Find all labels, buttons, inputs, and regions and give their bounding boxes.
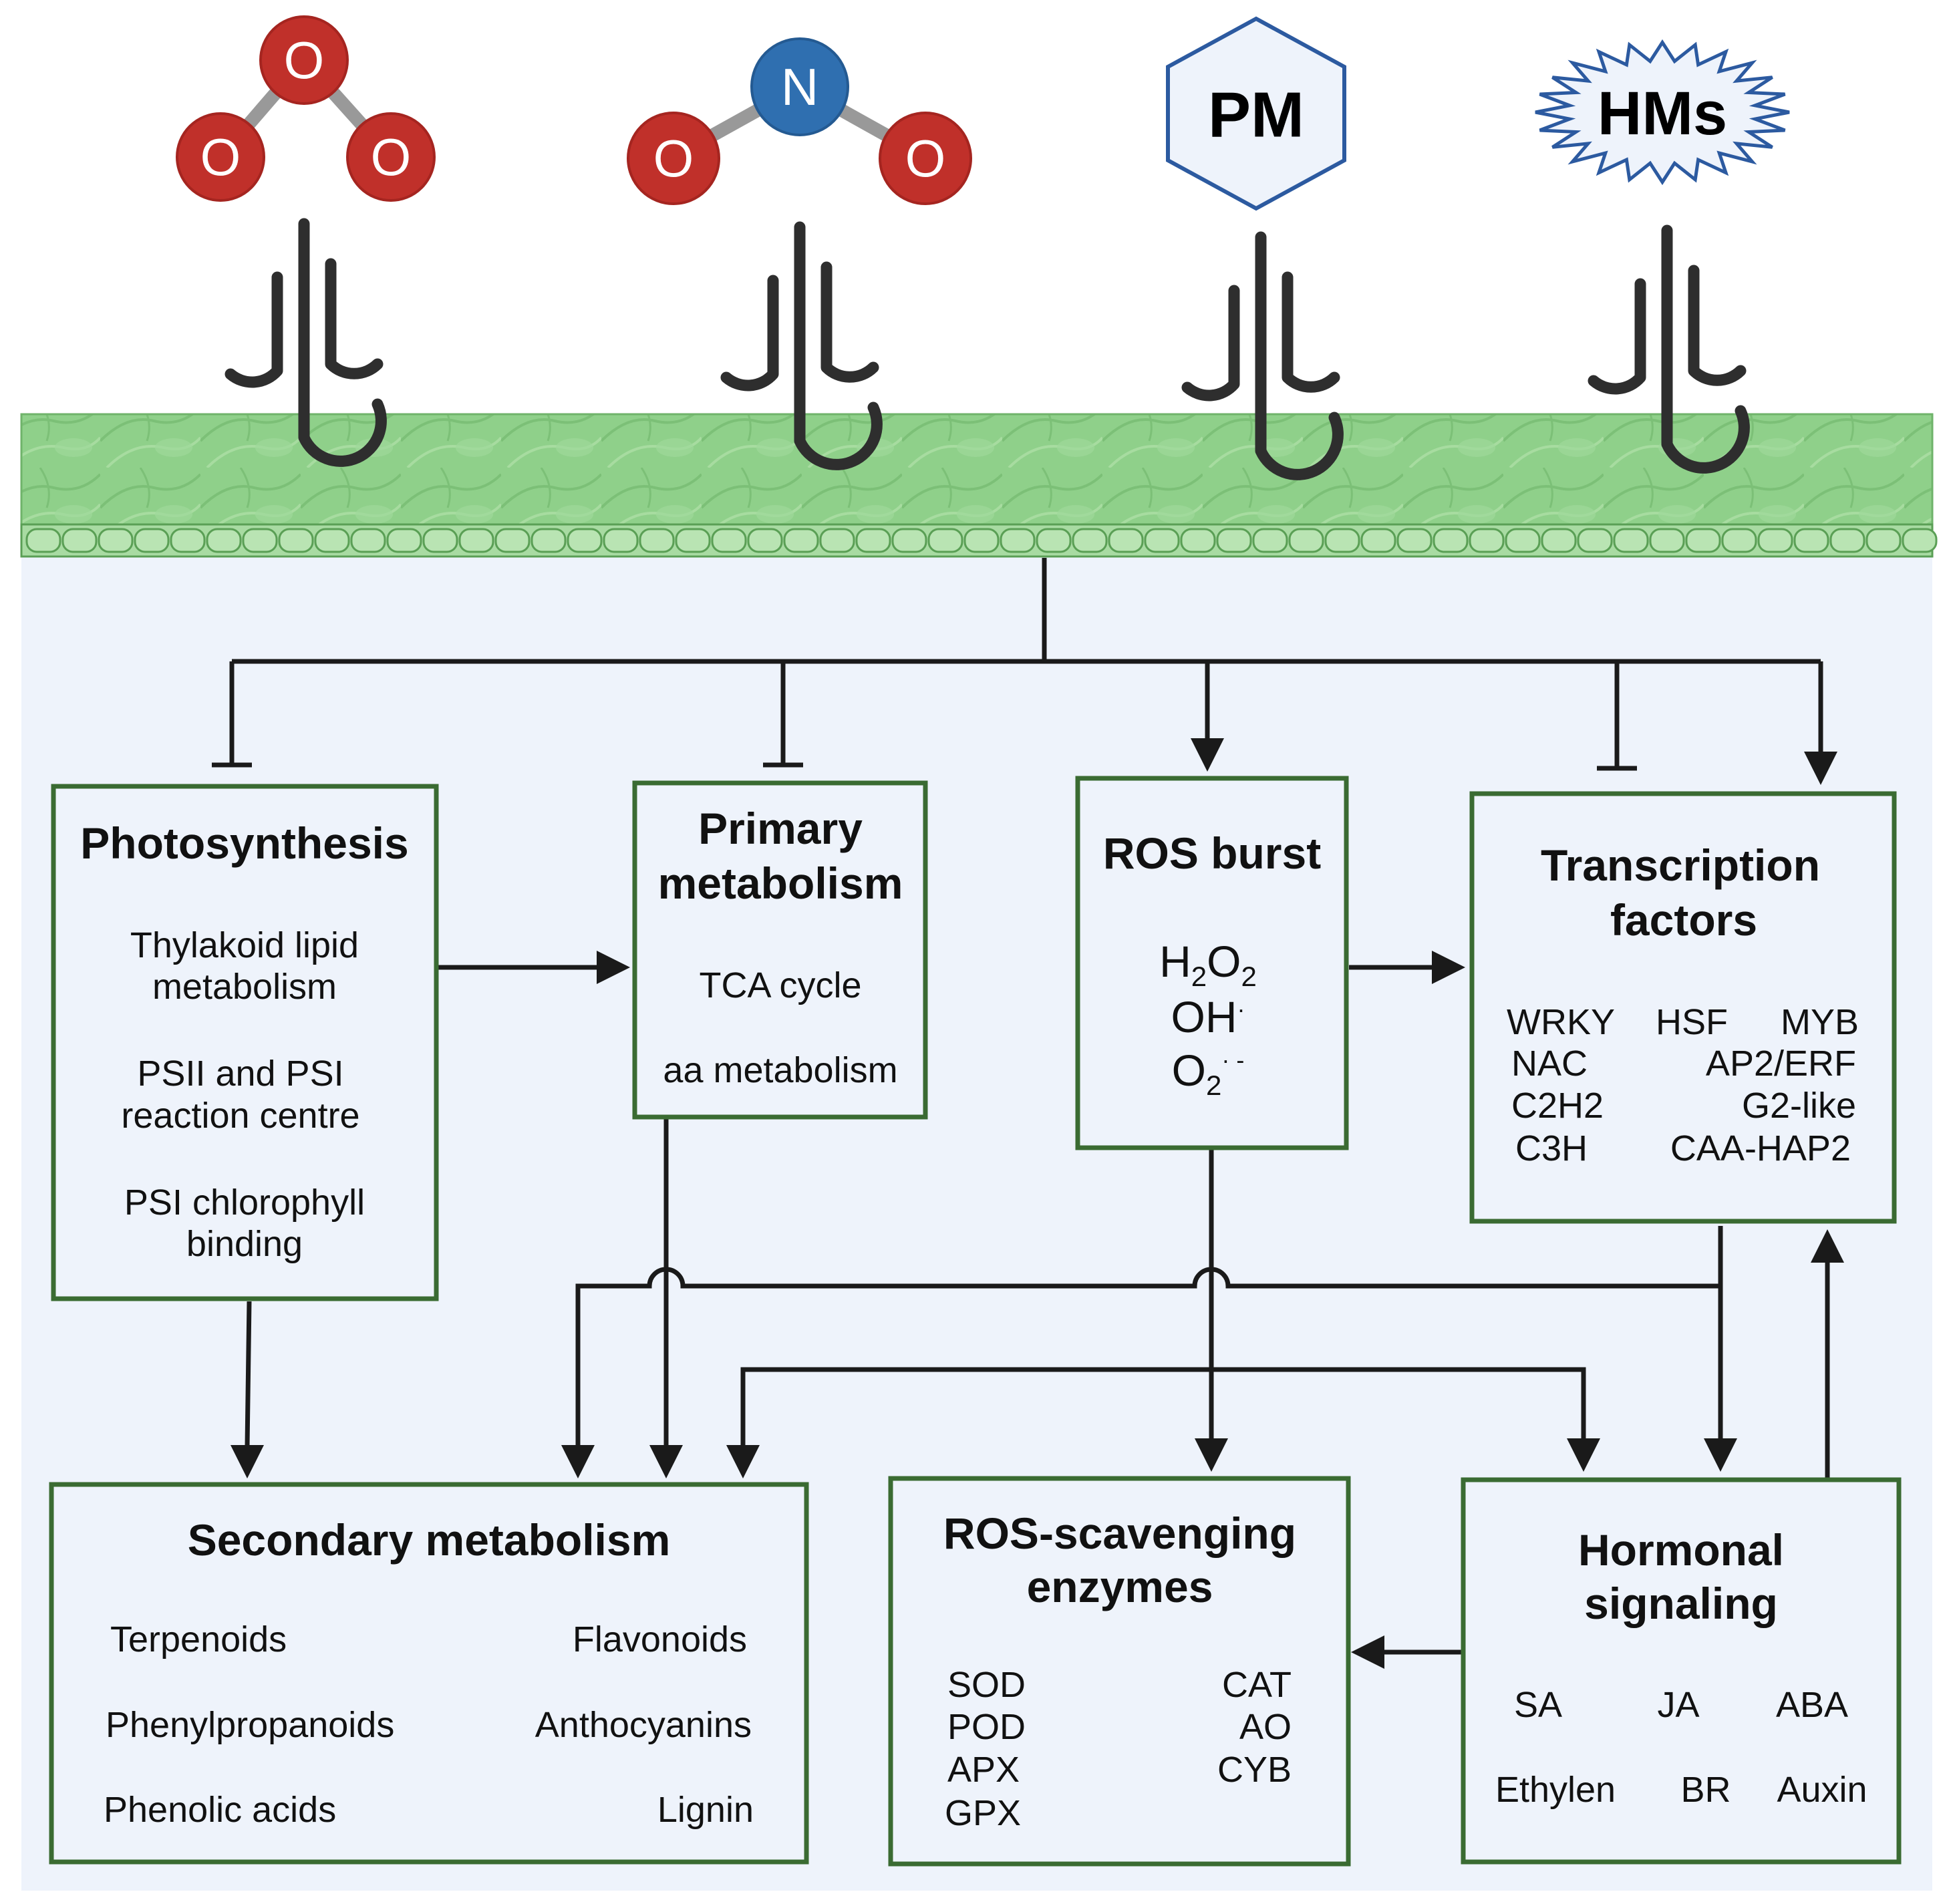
no2-atom-o2: O <box>905 129 946 188</box>
pm-hexagon-icon: PM <box>1166 16 1346 211</box>
ozone-atom-3: O <box>371 128 412 186</box>
hormone-br: BR <box>1680 1770 1731 1810</box>
hormone-ja: JA <box>1657 1685 1699 1725</box>
photosynthesis-line-3: PSII and PSI <box>137 1054 343 1094</box>
tf-right-4: CAA-HAP2 <box>1670 1128 1851 1168</box>
tf-mid-1: HSF <box>1656 1002 1728 1042</box>
pm-label: PM <box>1208 80 1304 151</box>
scavenging-title-line-1: ROS-scavenging <box>943 1509 1296 1558</box>
hormone-auxin: Auxin <box>1777 1770 1867 1810</box>
scavenging-left-2: POD <box>947 1707 1026 1747</box>
primary-item-2: aa metabolism <box>663 1050 897 1090</box>
scavenging-right-1: CAT <box>1222 1665 1292 1705</box>
ros-species-oh: OH· <box>1171 992 1245 1042</box>
primary-metabolism-box: Primary metabolism TCA cycle aa metaboli… <box>632 780 928 1120</box>
photosynthesis-line-2: metabolism <box>152 967 337 1007</box>
ozone-molecule-icon: O O O <box>176 15 436 202</box>
primary-item-1: TCA cycle <box>699 965 861 1005</box>
scavenging-right-2: AO <box>1239 1707 1292 1747</box>
hormone-aba: ABA <box>1776 1685 1848 1725</box>
secondary-right-2: Anthocyanins <box>535 1705 752 1745</box>
scavenging-left-3: APX <box>947 1750 1020 1790</box>
secondary-right-3: Lignin <box>657 1790 754 1830</box>
tf-title-line-1: Transcription <box>1541 840 1820 890</box>
hormonal-title-line-1: Hormonal <box>1578 1525 1784 1575</box>
photosynthesis-line-5: PSI chlorophyll <box>124 1182 365 1223</box>
tf-title-line-2: factors <box>1610 895 1757 945</box>
connector-lines <box>212 558 1844 1669</box>
tf-right-2: AP2/ERF <box>1706 1044 1856 1084</box>
photosynthesis-line-4: reaction centre <box>121 1096 359 1136</box>
penetration-hooks <box>224 218 1750 480</box>
primary-title-line-2: metabolism <box>658 858 903 908</box>
secondary-left-1: Terpenoids <box>110 1619 287 1659</box>
tf-left-1: WRKY <box>1507 1002 1615 1042</box>
hook-icon <box>1181 231 1344 480</box>
hormonal-signaling-box: Hormonal signaling SA JA ABA Ethylen BR … <box>1461 1477 1902 1865</box>
no2-atom-o1: O <box>653 129 694 188</box>
primary-title-line-1: Primary <box>698 804 863 853</box>
leaf-surface <box>20 413 1938 558</box>
photosynthesis-box: Photosynthesis Thylakoid lipid metabolis… <box>51 784 439 1301</box>
hook-icon <box>224 218 387 467</box>
tf-left-4: C3H <box>1515 1128 1588 1168</box>
scavenging-left-4: GPX <box>945 1793 1021 1833</box>
no2-molecule-icon: N O O <box>627 37 972 205</box>
hook-icon <box>720 221 883 470</box>
tf-right-1: MYB <box>1781 1002 1859 1042</box>
no2-atom-n: N <box>781 57 818 116</box>
ros-burst-title: ROS burst <box>1103 828 1321 878</box>
scavenging-title-line-2: enzymes <box>1027 1562 1213 1611</box>
secondary-left-3: Phenolic acids <box>104 1790 336 1830</box>
ros-burst-box: ROS burst H2O2 OH· O2· - <box>1075 776 1349 1150</box>
tf-left-2: NAC <box>1511 1044 1588 1084</box>
secondary-title: Secondary metabolism <box>188 1515 671 1565</box>
ozone-atom-1: O <box>284 31 325 90</box>
scavenging-right-3: CYB <box>1217 1750 1292 1790</box>
hormone-sa: SA <box>1514 1685 1562 1725</box>
secondary-left-2: Phenylpropanoids <box>106 1705 394 1745</box>
ros-species-o2: O2· - <box>1172 1046 1245 1101</box>
tf-left-3: C2H2 <box>1511 1086 1604 1126</box>
hormonal-title-line-2: signaling <box>1584 1579 1778 1628</box>
hook-icon <box>1588 224 1750 474</box>
secondary-right-1: Flavonoids <box>573 1619 747 1659</box>
transcription-factors-box: Transcription factors WRKY NAC C2H2 C3H … <box>1469 791 1897 1224</box>
secondary-metabolism-box: Secondary metabolism Terpenoids Phenylpr… <box>49 1482 809 1865</box>
photosynthesis-line-6: binding <box>186 1224 303 1264</box>
hormone-ethylen: Ethylen <box>1495 1770 1616 1810</box>
photosynthesis-title: Photosynthesis <box>80 818 408 868</box>
scavenging-left-1: SOD <box>947 1665 1026 1705</box>
ros-species-h2o2: H2O2 <box>1159 937 1257 992</box>
hms-label: HMs <box>1598 80 1727 148</box>
photosynthesis-line-1: Thylakoid lipid <box>130 925 359 965</box>
tf-right-3: G2-like <box>1742 1086 1856 1126</box>
ros-scavenging-box: ROS-scavenging enzymes SOD POD APX GPX C… <box>888 1476 1351 1867</box>
hms-starburst-icon: HMs <box>1535 39 1790 186</box>
ozone-atom-2: O <box>200 128 241 186</box>
